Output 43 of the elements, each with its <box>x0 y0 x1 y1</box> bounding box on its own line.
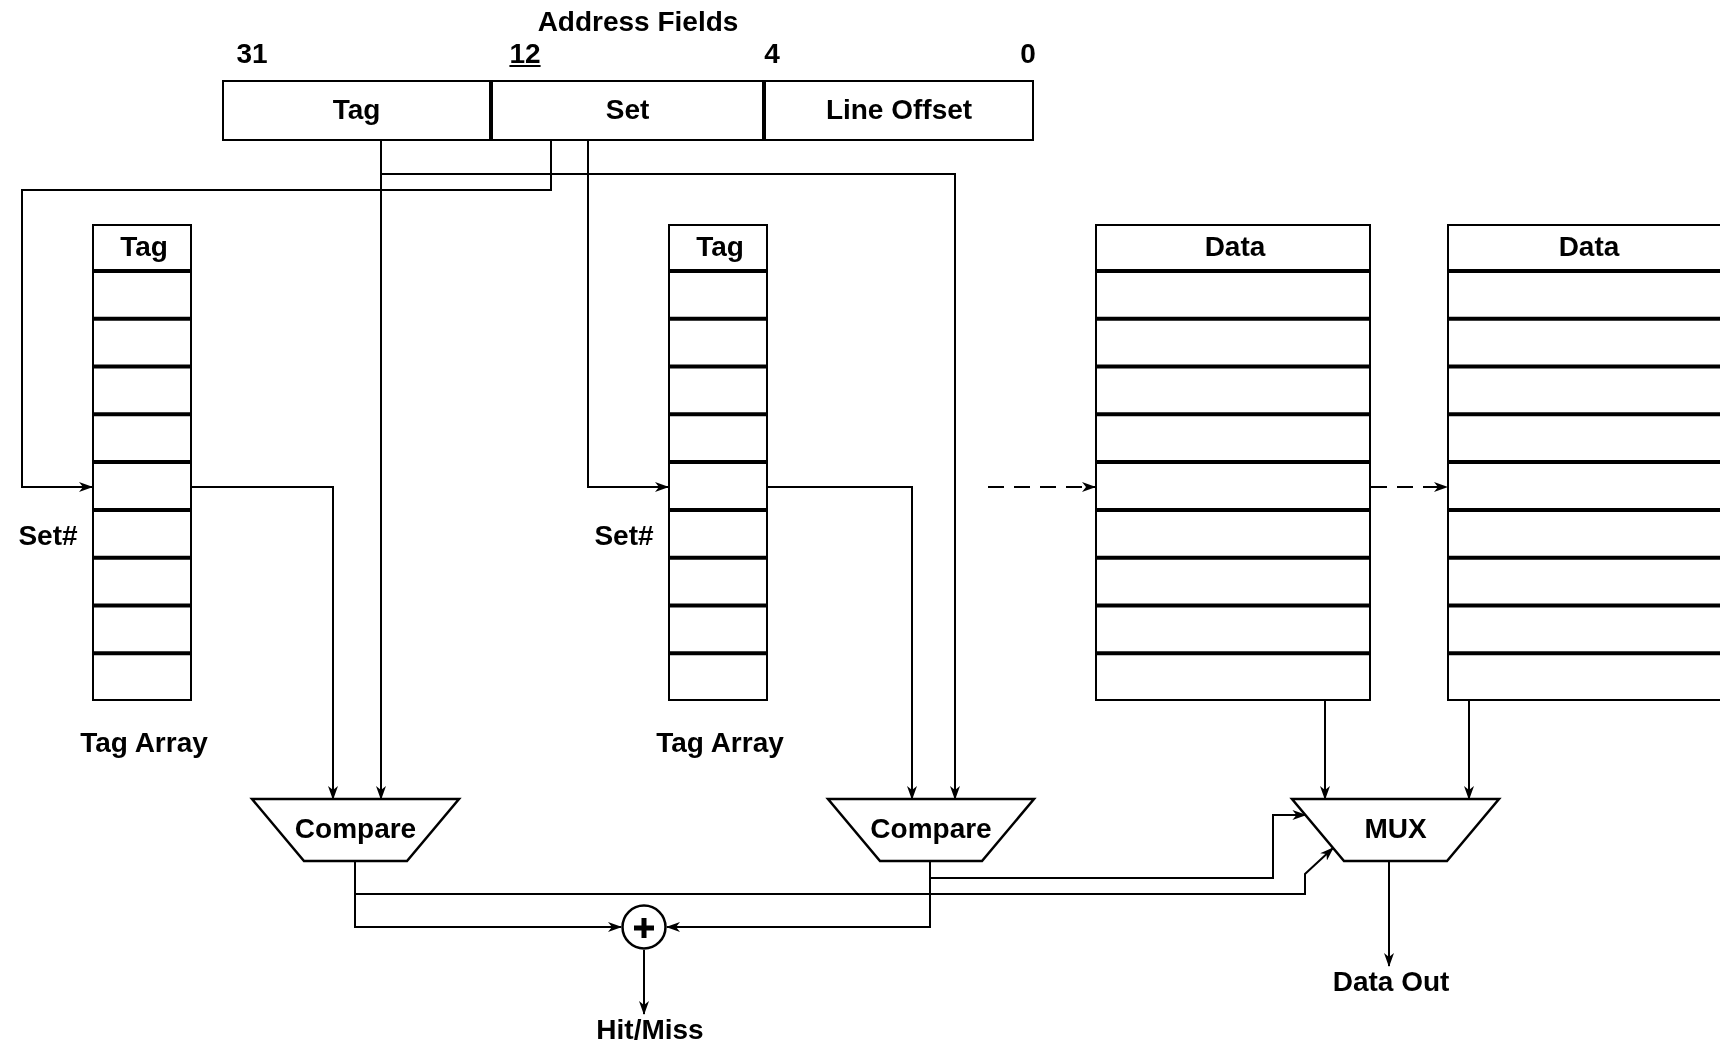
array-header: Tag <box>120 231 168 263</box>
bit-number: 4 <box>764 38 780 70</box>
tag-field <box>222 80 491 141</box>
arrow <box>639 949 649 1015</box>
data-array <box>1095 224 1371 701</box>
arrow <box>21 140 552 492</box>
output-label: Data Out <box>1332 966 1450 998</box>
arrow <box>191 486 338 800</box>
array-header: Tag <box>696 231 744 263</box>
dashed-arrow <box>987 482 1096 492</box>
data-array <box>1447 224 1720 701</box>
bit-number: 0 <box>1020 38 1036 70</box>
xor-gate <box>621 904 667 950</box>
set-field <box>491 80 764 141</box>
field-label: Line Offset <box>825 94 973 126</box>
bit-number: 31 <box>236 38 268 70</box>
block-label: MUX <box>1364 813 1427 845</box>
output-label: Hit/Miss <box>596 1014 704 1046</box>
arrow <box>929 810 1307 879</box>
arrow <box>354 847 1335 895</box>
diagram-title: Address Fields <box>537 6 739 38</box>
set-index-label: Set# <box>18 520 78 552</box>
array-header: Data <box>1558 231 1620 263</box>
arrow <box>767 486 917 800</box>
field-label: Set <box>605 94 650 126</box>
arrow <box>1464 700 1474 800</box>
set-index-label: Set# <box>594 520 654 552</box>
array-header: Data <box>1204 231 1266 263</box>
arrow <box>1320 700 1330 800</box>
array-caption: Tag Array <box>656 727 784 759</box>
block-label: Compare <box>294 813 417 845</box>
field-label: Tag <box>332 94 381 126</box>
comparator <box>828 799 1034 861</box>
array-caption: Tag Array <box>80 727 208 759</box>
bit-number: 12 <box>509 38 541 70</box>
block-label: Compare <box>870 813 992 845</box>
arrow <box>587 140 669 492</box>
multiplexer <box>1292 799 1499 861</box>
line-offset-field <box>764 80 1034 141</box>
arrow <box>1384 860 1394 967</box>
dashed-arrow <box>1370 482 1448 492</box>
comparator <box>252 799 459 861</box>
arrow <box>380 140 960 800</box>
